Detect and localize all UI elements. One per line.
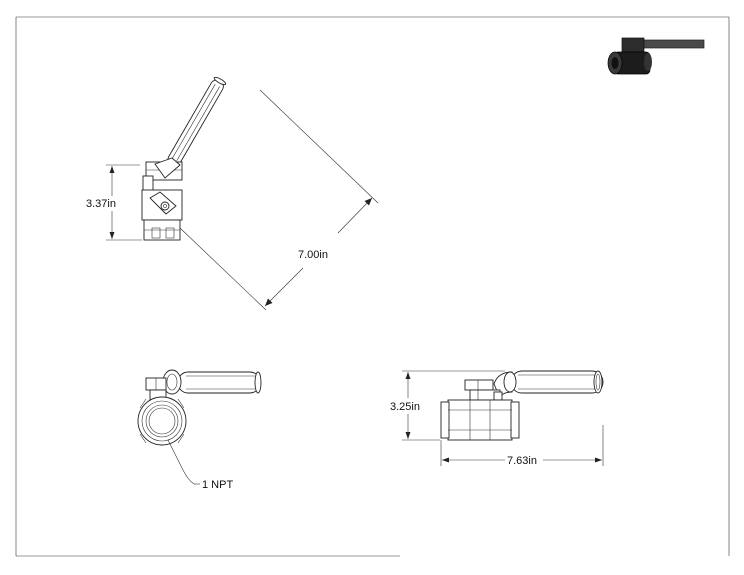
dimension-label-height-side: 3.25in [390,401,420,413]
callout-label-thread: 1 NPT [202,479,233,491]
sheet-border [15,16,730,557]
thread-callout: 1 NPT [167,439,233,491]
top-view [141,76,227,241]
dimension-diagonal-length: 7.00in [179,89,379,311]
isometric-preview [607,37,705,75]
dimension-height-top: 3.37in [86,164,142,241]
side-view [440,370,604,441]
dimension-label-length-side: 7.63in [507,455,537,467]
dimension-length-side: 7.63in [440,425,604,467]
front-view [137,369,262,446]
dimension-height-side: 3.25in [390,370,505,441]
dimension-label-height-top: 3.37in [86,198,116,210]
dimension-label-diagonal-length: 7.00in [298,249,328,261]
